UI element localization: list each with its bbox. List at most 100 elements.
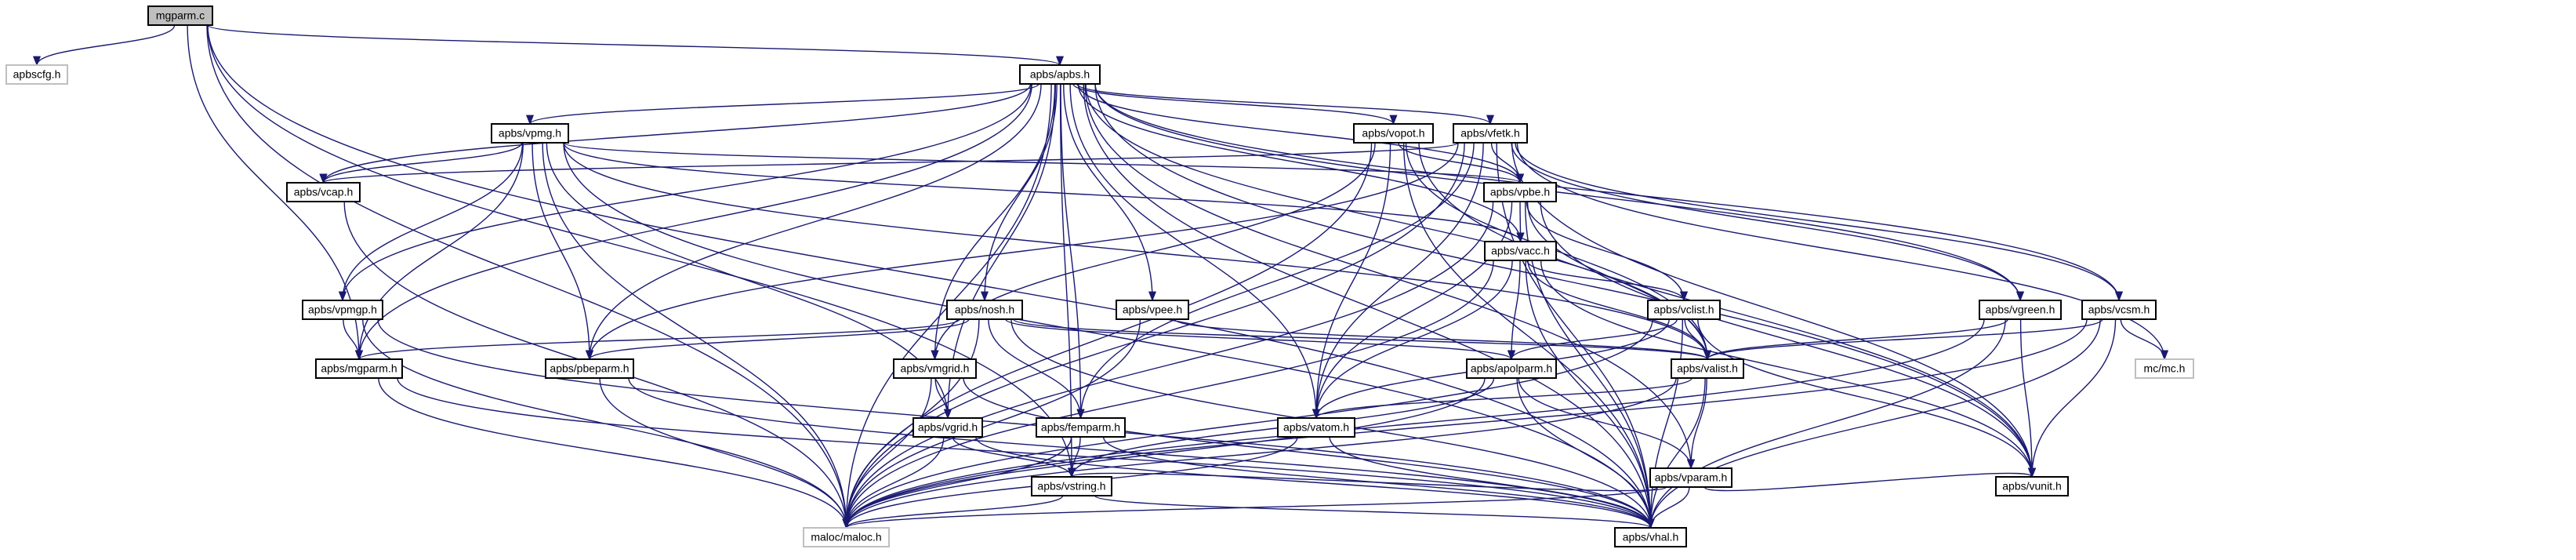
node-label: apbs/vgrid.h — [918, 421, 978, 434]
edge-nosh-h-to-femparm-h — [988, 318, 1085, 420]
node-label: apbs/vpbe.h — [1490, 186, 1550, 198]
edge-vgreen-h-to-vhal-h — [1646, 318, 2006, 529]
node-vatom-h[interactable]: apbs/vatom.h — [1277, 417, 1355, 438]
node-box — [893, 358, 977, 379]
node-vpmg-h[interactable]: apbs/vpmg.h — [491, 123, 569, 144]
node-vpee-h[interactable]: apbs/vpee.h — [1116, 300, 1189, 320]
edge-vfetk-h-to-vcap-h — [320, 142, 1459, 184]
edge-vpmg-h-to-mgparm-h — [354, 142, 524, 361]
node-vgrid-h[interactable]: apbs/vgrid.h — [912, 417, 983, 438]
node-vparam-h[interactable]: apbs/vparam.h — [1649, 467, 1732, 488]
edge-apbs-h-to-vhal-h — [1083, 83, 1655, 529]
node-box — [1484, 241, 1557, 261]
node-box — [491, 123, 569, 144]
node-box — [1671, 358, 1744, 379]
node-box — [315, 358, 403, 379]
node-label: apbs/vclist.h — [1653, 304, 1714, 316]
edge-vfetk-h-to-vhal-h — [1496, 142, 1655, 529]
node-maloc-h: maloc/maloc.h — [803, 527, 890, 547]
edge-vpmgp-h-to-vhal-h — [377, 318, 1655, 529]
edge-mgparm-c-to-apbscfg-h — [33, 24, 176, 67]
edge-vacc-h-to-vunit-h — [1540, 260, 2036, 478]
node-box — [1277, 417, 1355, 438]
edge-vgreen-h-to-valist-h — [1703, 318, 2008, 361]
node-apolparm-h[interactable]: apbs/apolparm.h — [1466, 358, 1557, 379]
node-label: mgparm.c — [156, 9, 205, 22]
node-mgparm-h[interactable]: apbs/mgparm.h — [315, 358, 403, 379]
edge-apolparm-h-to-maloc-h — [842, 377, 1486, 529]
node-vunit-h[interactable]: apbs/vunit.h — [1995, 476, 2069, 496]
node-vpmgp-h[interactable]: apbs/vpmgp.h — [302, 300, 383, 320]
node-vcap-h[interactable]: apbs/vcap.h — [286, 182, 361, 202]
edge-apbs-h-to-vgrid-h — [943, 83, 1056, 420]
node-apbs-h[interactable]: apbs/apbs.h — [1019, 64, 1101, 85]
node-box — [1116, 300, 1189, 320]
node-vstring-h[interactable]: apbs/vstring.h — [1031, 476, 1112, 496]
node-box — [1031, 476, 1112, 496]
edge-vpee-h-to-valist-h — [1174, 318, 1711, 361]
edge-vclist-h-to-vunit-h — [1697, 318, 2036, 478]
edge-mgparm-c-to-apbs-h — [207, 24, 1064, 67]
edge-vacc-h-to-vhal-h — [1525, 260, 1655, 529]
node-valist-h[interactable]: apbs/valist.h — [1671, 358, 1744, 379]
edge-vopot-h-to-vunit-h — [1418, 142, 2036, 478]
edge-vfetk-h-to-vunit-h — [1511, 142, 2037, 478]
node-box — [946, 300, 1023, 320]
edge-vgreen-h-to-vunit-h — [2019, 318, 2037, 478]
node-label: apbs/vhal.h — [1623, 531, 1679, 544]
edge-vpmg-h-to-valist-h — [563, 142, 1711, 361]
node-box — [2081, 300, 2157, 320]
node-vcsm-h[interactable]: apbs/vcsm.h — [2081, 300, 2157, 320]
node-vhal-h[interactable]: apbs/vhal.h — [1614, 527, 1687, 547]
node-box — [1019, 64, 1101, 85]
node-vpbe-h[interactable]: apbs/vpbe.h — [1483, 182, 1557, 202]
edge-vpbe-h-to-maloc-h — [842, 201, 1494, 529]
edge-femparm-h-to-maloc-h — [842, 436, 1072, 529]
node-label: apbs/vgreen.h — [1986, 304, 2055, 316]
edge-vopot-h-to-vatom-h — [1312, 142, 1391, 420]
node-pbeparm-h[interactable]: apbs/pbeparm.h — [545, 358, 634, 379]
node-vacc-h[interactable]: apbs/vacc.h — [1484, 241, 1557, 261]
edge-vpee-h-to-maloc-h — [842, 318, 1141, 529]
node-nosh-h[interactable]: apbs/nosh.h — [946, 300, 1023, 320]
node-label: apbs/vopot.h — [1362, 127, 1424, 140]
edge-mgparm-c-to-maloc-h — [206, 24, 851, 529]
node-vopot-h[interactable]: apbs/vopot.h — [1353, 123, 1434, 144]
edge-vpmg-h-to-pbeparm-h — [532, 142, 594, 361]
edge-vcsm-h-to-valist-h — [1703, 318, 2103, 361]
node-box — [147, 5, 213, 26]
node-femparm-h[interactable]: apbs/femparm.h — [1036, 417, 1126, 438]
node-vmgrid-h[interactable]: apbs/vmgrid.h — [893, 358, 977, 379]
edge-apbs-h-to-vatom-h — [1069, 83, 1321, 420]
edge-vpmg-h-to-vcap-h — [319, 142, 523, 184]
edge-apolparm-h-to-vhal-h — [1516, 377, 1655, 529]
node-box — [1995, 476, 2069, 496]
edge-apbs-h-to-vpmg-h — [526, 83, 1039, 125]
node-vfetk-h[interactable]: apbs/vfetk.h — [1453, 123, 1528, 144]
edge-mgparm-c-to-mgparm-h — [187, 24, 364, 361]
edge-vmgrid-h-to-maloc-h — [842, 377, 932, 529]
edge-nosh-h-to-apolparm-h — [1005, 318, 1515, 361]
edge-vpbe-h-to-vunit-h — [1540, 201, 2036, 478]
edge-vacc-h-to-maloc-h — [842, 260, 1494, 529]
node-label: apbs/femparm.h — [1041, 421, 1120, 434]
edge-vstring-h-to-vhal-h — [1094, 495, 1655, 529]
edge-vpmg-h-to-vacc-h — [563, 142, 1525, 243]
edge-apbs-h-to-vgreen-h — [1094, 83, 2024, 302]
node-box — [1466, 358, 1557, 379]
node-vclist-h[interactable]: apbs/vclist.h — [1647, 300, 1721, 320]
edge-apbs-h-to-pbeparm-h — [585, 83, 1042, 361]
node-label: apbs/vunit.h — [2002, 480, 2062, 493]
edge-vclist-h-to-vhal-h — [1646, 318, 1683, 529]
node-label: apbs/vparam.h — [1655, 471, 1728, 484]
node-box — [1979, 300, 2062, 320]
node-mgparm-c[interactable]: mgparm.c — [147, 5, 213, 26]
edge-vacc-h-to-apolparm-h — [1507, 260, 1521, 361]
node-label: apbs/vpee.h — [1123, 304, 1182, 316]
edge-vgreen-h-to-maloc-h — [842, 318, 1985, 529]
node-box — [2135, 358, 2194, 379]
edge-vmgrid-h-to-vhal-h — [963, 377, 1655, 529]
node-vgreen-h[interactable]: apbs/vgreen.h — [1979, 300, 2062, 320]
edge-nosh-h-to-mgparm-h — [355, 318, 960, 361]
